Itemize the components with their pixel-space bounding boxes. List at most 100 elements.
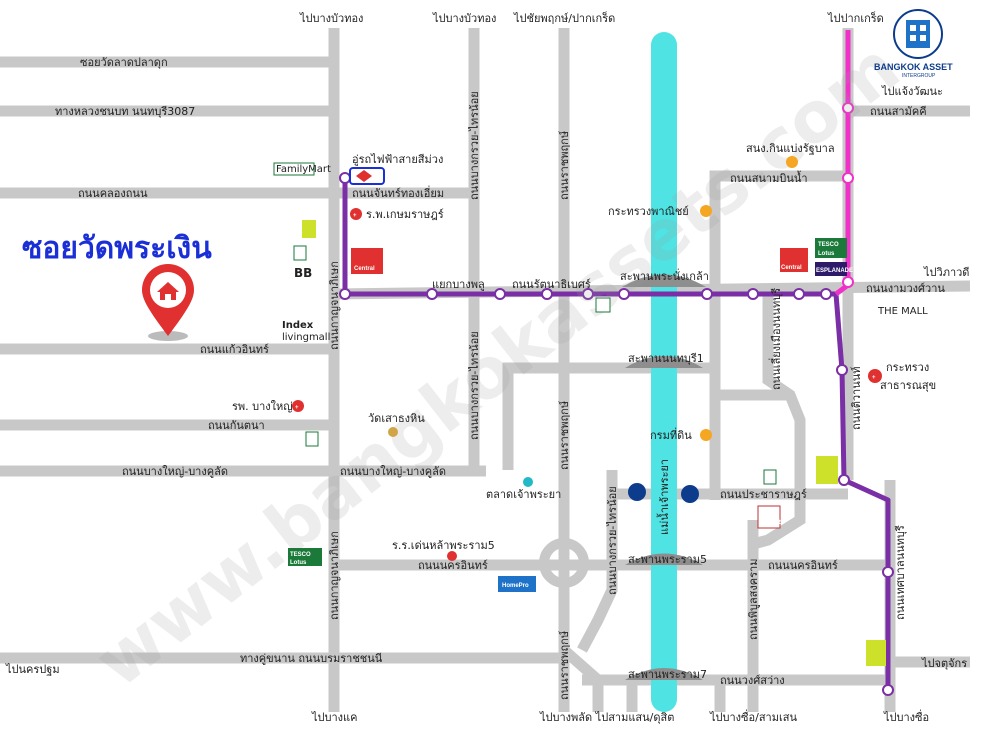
index-livingmall-logo: Index bbox=[282, 320, 314, 331]
svg-text:ตลาดเจ้าพระยา: ตลาดเจ้าพระยา bbox=[486, 488, 561, 501]
svg-text:ถนนประชาราษฎร์: ถนนประชาราษฎร์ bbox=[720, 488, 807, 501]
train-icon bbox=[349, 167, 385, 185]
familymart-logo bbox=[273, 162, 315, 176]
big-c-logo bbox=[816, 456, 838, 484]
svg-text:ไปบางแค: ไปบางแค bbox=[311, 711, 358, 724]
svg-text:ร.ร.เด่นหล้าพระราม5: ร.ร.เด่นหล้าพระราม5 bbox=[392, 539, 495, 552]
svg-text:ถนนบางกรวย-ไทรน้อย: ถนนบางกรวย-ไทรน้อย bbox=[468, 331, 481, 440]
station bbox=[838, 474, 850, 486]
station bbox=[339, 172, 351, 184]
svg-text:ทางหลวงชนบท นนทบุรี3087: ทางหลวงชนบท นนทบุรี3087 bbox=[55, 105, 195, 118]
svg-text:กระทรวงพาณิชย์: กระทรวงพาณิชย์ bbox=[608, 205, 689, 218]
station bbox=[842, 276, 854, 288]
svg-text:ถนนบางกรวย-ไทรน้อย: ถนนบางกรวย-ไทรน้อย bbox=[468, 91, 481, 200]
station bbox=[494, 288, 506, 300]
svg-text:Lotus: Lotus bbox=[818, 251, 835, 257]
svg-text:อู่รถไฟฟ้าสายสีม่วง: อู่รถไฟฟ้าสายสีม่วง bbox=[352, 153, 443, 166]
station bbox=[747, 288, 759, 300]
svg-text:ไปบางซื่อ: ไปบางซื่อ bbox=[883, 709, 929, 724]
svg-text:ถนนเลี่ยงเมืองนนทบุรี: ถนนเลี่ยงเมืองนนทบุรี bbox=[768, 288, 783, 390]
seven-eleven-logo bbox=[595, 297, 611, 313]
temple-icon bbox=[388, 427, 398, 437]
svg-text:ไปปากเกร็ด: ไปปากเกร็ด bbox=[827, 11, 884, 25]
government-icon bbox=[700, 429, 712, 441]
the-mall-logo: THE MALL bbox=[877, 306, 928, 317]
road-bangkruai-sainoi-low bbox=[577, 470, 618, 653]
svg-text:ถนนแก้วอินทร์: ถนนแก้วอินทร์ bbox=[200, 343, 269, 356]
svg-text:INTERGROUP: INTERGROUP bbox=[902, 73, 936, 79]
bridges bbox=[622, 274, 706, 680]
roundabout bbox=[539, 538, 589, 588]
svg-text:Lotus: Lotus bbox=[290, 560, 307, 566]
station bbox=[339, 288, 351, 300]
svg-text:ถนนกันตนา: ถนนกันตนา bbox=[208, 419, 265, 432]
major-logo bbox=[757, 505, 781, 529]
station bbox=[820, 288, 832, 300]
svg-text:ถนนสนามบินน้ำ: ถนนสนามบินน้ำ bbox=[730, 170, 808, 185]
station bbox=[882, 566, 894, 578]
svg-text:ไปนครปฐม: ไปนครปฐม bbox=[5, 663, 60, 676]
station bbox=[793, 288, 805, 300]
svg-text:ไปบางบัวทอง: ไปบางบัวทอง bbox=[299, 12, 363, 25]
seven-eleven-logo bbox=[763, 469, 777, 485]
homepro-logo bbox=[498, 576, 536, 592]
svg-text:Central: Central bbox=[354, 266, 375, 272]
svg-text:ถนนรัตนาธิเบศร์: ถนนรัตนาธิเบศร์ bbox=[512, 278, 591, 291]
road-liang-mueang bbox=[748, 290, 806, 551]
bangkok-asset-logo: BANGKOK ASSET INTERGROUP bbox=[874, 9, 953, 79]
svg-text:ถนนบางใหญ่-บางคูลัด: ถนนบางใหญ่-บางคูลัด bbox=[122, 465, 228, 478]
svg-text:ไปจตุจักร: ไปจตุจักร bbox=[921, 657, 967, 670]
svg-text:ถนนงามวงศ์วาน: ถนนงามวงศ์วาน bbox=[866, 282, 945, 295]
svg-text:livingmall: livingmall bbox=[282, 332, 330, 343]
svg-text:แยกบางพลู: แยกบางพลู bbox=[432, 278, 485, 291]
svg-text:FamilyMart: FamilyMart bbox=[276, 164, 331, 175]
government-icon bbox=[700, 205, 712, 217]
station bbox=[882, 684, 894, 696]
page-title: ซอยวัดพระเงิน bbox=[22, 231, 212, 266]
svg-text:ไปบางบัวทอง: ไปบางบัวทอง bbox=[432, 12, 496, 25]
svg-text:ไปวิภาวดี: ไปวิภาวดี bbox=[923, 266, 969, 279]
big-c-logo bbox=[866, 640, 886, 666]
svg-text:BANGKOK ASSET: BANGKOK ASSET bbox=[874, 62, 953, 72]
svg-text:สะพานพระราม7: สะพานพระราม7 bbox=[628, 668, 707, 681]
bridge-phra-nang-klao bbox=[622, 274, 706, 287]
svg-text:ถนนบางใหญ่-บางคูลัด: ถนนบางใหญ่-บางคูลัด bbox=[340, 465, 446, 478]
bb-logo bbox=[292, 260, 316, 282]
svg-text:ร.พ.เกษมราษฎร์: ร.พ.เกษมราษฎร์ bbox=[366, 208, 444, 221]
svg-text:ไปแจ้งวัฒนะ: ไปแจ้งวัฒนะ bbox=[881, 85, 943, 98]
svg-text:ถนนกาญจนาภิเษก: ถนนกาญจนาภิเษก bbox=[328, 261, 341, 350]
svg-text:ถนนจันทร์ทองเอี่ยม: ถนนจันทร์ทองเอี่ยม bbox=[352, 185, 444, 200]
svg-text:ถนนราชพฤกษ์: ถนนราชพฤกษ์ bbox=[558, 401, 571, 470]
bridge-nonthaburi-1 bbox=[625, 356, 703, 368]
svg-text:ถนนนครอินทร์: ถนนนครอินทร์ bbox=[418, 559, 488, 572]
central-logo bbox=[351, 248, 383, 274]
svg-text:+: + bbox=[295, 405, 299, 411]
svg-text:BB: BB bbox=[294, 266, 312, 280]
svg-text:วัดเสาธงหิน: วัดเสาธงหิน bbox=[368, 412, 425, 425]
svg-text:ซอยวัดลาดปลาดุก: ซอยวัดลาดปลาดุก bbox=[80, 56, 168, 69]
ferry-icon bbox=[681, 485, 699, 503]
station bbox=[426, 288, 438, 300]
school-icon bbox=[447, 551, 457, 561]
svg-text:ถนนราชพฤกษ์: ถนนราชพฤกษ์ bbox=[558, 131, 571, 200]
station bbox=[836, 364, 848, 376]
svg-text:ไปบางพลัด ไปสามแสน/ดุสิต: ไปบางพลัด ไปสามแสน/ดุสิต bbox=[539, 711, 674, 724]
svg-text:Central: Central bbox=[781, 265, 802, 271]
station bbox=[842, 172, 854, 184]
svg-text:สนง.กินแบ่งรัฐบาล: สนง.กินแบ่งรัฐบาล bbox=[746, 142, 835, 155]
station bbox=[541, 288, 553, 300]
svg-text:TESCO: TESCO bbox=[290, 552, 311, 558]
svg-text:สะพานพระราม5: สะพานพระราม5 bbox=[628, 553, 707, 566]
svg-text:ถนนพิบูลสงคราม: ถนนพิบูลสงคราม bbox=[747, 559, 760, 640]
pink-stations bbox=[842, 102, 854, 288]
svg-text:สาธารณสุข: สาธารณสุข bbox=[880, 379, 936, 392]
central-logo bbox=[780, 248, 808, 272]
tesco-lotus-logo bbox=[815, 238, 847, 258]
svg-text:ทางคู่ขนาน ถนนบรมราชชนนี: ทางคู่ขนาน ถนนบรมราชชนนี bbox=[240, 652, 383, 665]
tesco-lotus-logo bbox=[288, 548, 322, 566]
svg-text:กระทรวง: กระทรวง bbox=[886, 361, 929, 374]
svg-text:ถนนนครอินทร์: ถนนนครอินทร์ bbox=[768, 559, 838, 572]
svg-text:สะพานนนทบุรี1: สะพานนนทบุรี1 bbox=[628, 352, 704, 365]
station bbox=[582, 288, 594, 300]
